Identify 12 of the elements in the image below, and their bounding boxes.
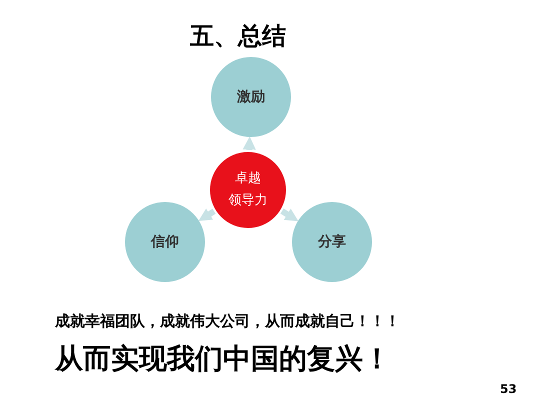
node-label: 激励 <box>237 88 265 107</box>
node-label: 信仰 <box>151 233 179 252</box>
arrow <box>198 208 216 222</box>
headline-text: 从而实现我们中国的复兴！ <box>55 341 391 377</box>
slide-title: 五、总结 <box>190 21 286 52</box>
arrow <box>280 208 298 222</box>
node-label: 分享 <box>318 232 346 252</box>
arrow <box>242 136 256 150</box>
page-number: 53 <box>500 382 517 396</box>
slogan-text: 成就幸福团队，成就伟大公司，从而成就自己！！！ <box>55 312 400 331</box>
node-label: 领导力 <box>228 192 268 210</box>
node-label: 卓越 <box>235 170 261 188</box>
